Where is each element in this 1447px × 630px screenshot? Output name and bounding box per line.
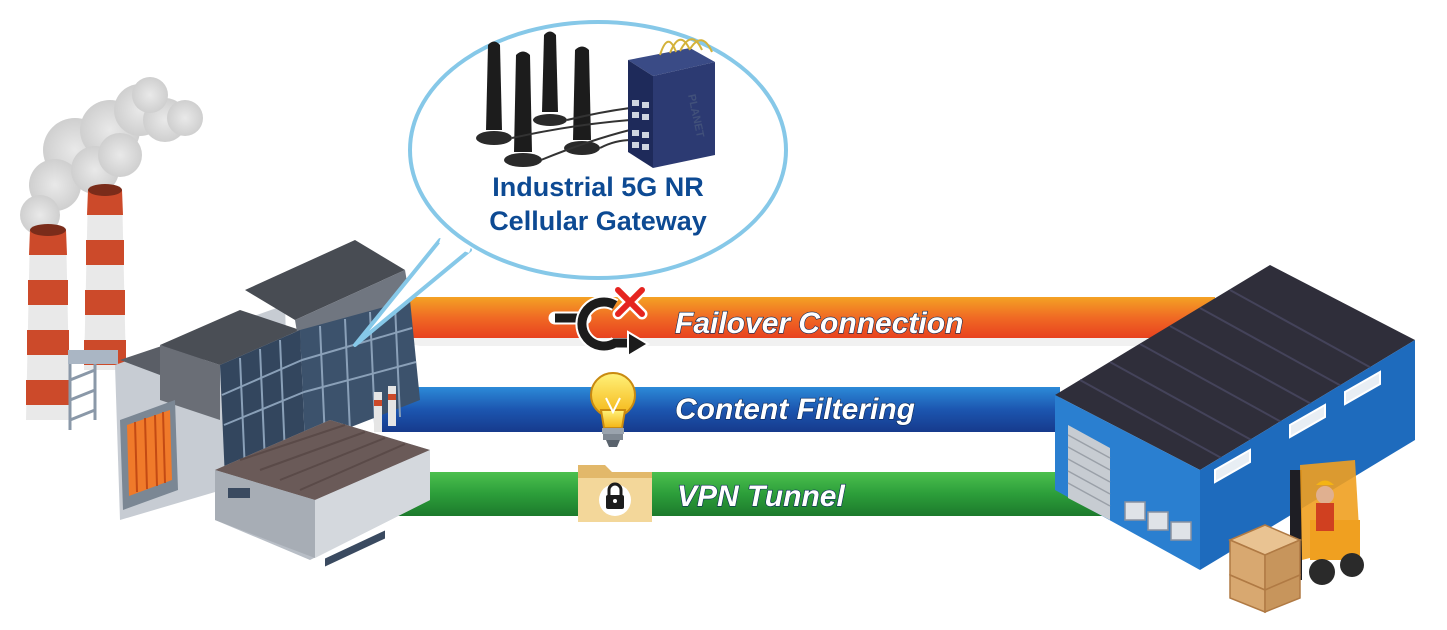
vpn-tunnel-band bbox=[330, 472, 1140, 516]
gateway-callout: PLANET Industrial 5G NR Cellular Gateway bbox=[353, 20, 788, 347]
factory-illustration bbox=[20, 77, 430, 567]
cargo-boxes bbox=[1228, 524, 1302, 614]
forklift bbox=[1290, 460, 1364, 585]
feature-label-vpn-tunnel: VPN Tunnel bbox=[677, 480, 845, 513]
smoke-cloud bbox=[20, 77, 203, 235]
failover-icon bbox=[548, 284, 650, 358]
lightbulb-icon bbox=[590, 372, 636, 447]
lock-folder-icon bbox=[578, 465, 652, 522]
callout-title-line1: Industrial 5G NR bbox=[492, 172, 704, 202]
feature-label-failover: Failover Connection bbox=[675, 307, 963, 340]
scaffold bbox=[68, 350, 118, 430]
warehouse-illustration bbox=[1055, 265, 1415, 614]
gateway-device-icon: PLANET bbox=[628, 38, 715, 168]
feature-label-content-filtering: Content Filtering bbox=[675, 393, 915, 426]
chimney-right bbox=[84, 184, 126, 370]
content-filtering-band bbox=[380, 387, 1060, 432]
chimney-left bbox=[26, 224, 70, 420]
antenna-icon bbox=[476, 31, 633, 167]
callout-title-line2: Cellular Gateway bbox=[489, 206, 707, 236]
